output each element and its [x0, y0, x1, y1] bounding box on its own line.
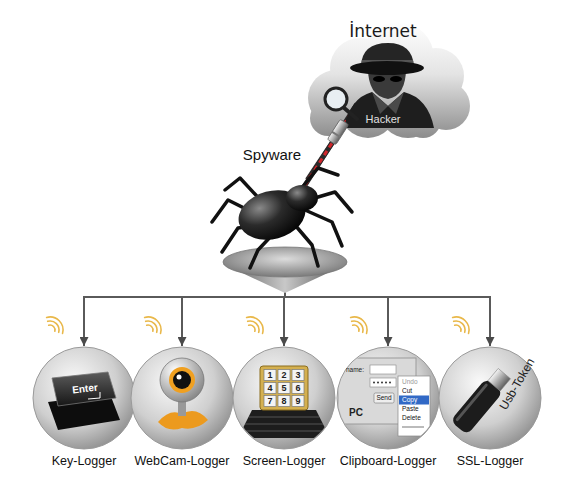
spyware-node: Spyware — [215, 180, 355, 292]
icon-text: 6 — [295, 384, 300, 393]
logger-circle: WebCam-Logger — [130, 346, 234, 450]
icon-text: Delete — [402, 415, 421, 422]
connector-group — [285, 292, 388, 346]
icon-text: Cut — [402, 388, 412, 395]
tree-arrow — [182, 292, 285, 346]
icon-text: 9 — [295, 397, 300, 406]
circle-shape — [32, 346, 136, 450]
cloud-title: İnternet — [338, 22, 428, 42]
tree-arrow — [285, 292, 388, 346]
tree-arrow — [284, 292, 285, 346]
icon-text: Copy — [402, 397, 417, 404]
icon-text: 5 — [281, 384, 286, 393]
connector-group — [307, 138, 335, 180]
logger-circle: Key-Logger — [32, 346, 136, 450]
icon-text: 2 — [281, 371, 286, 380]
icon-text: 1 — [267, 371, 272, 380]
connector-group — [284, 292, 285, 346]
spider-legs — [212, 168, 352, 268]
icon-text: PC — [349, 408, 363, 418]
tree-arrow — [285, 292, 490, 346]
signal-waves — [44, 313, 473, 336]
internet-cloud: İnternetHacker — [298, 10, 468, 138]
spy-cable-link — [307, 138, 335, 180]
icon-text: Undo — [402, 379, 418, 386]
logger-label: SSL-Logger — [400, 454, 575, 468]
logger-label: Clipboard-Logger — [298, 454, 478, 468]
spyware-label: Spyware — [227, 146, 317, 163]
connector-group — [84, 292, 285, 346]
icon-text: 3 — [295, 371, 300, 380]
icon-text: 4 — [267, 384, 272, 393]
tree-arrow — [84, 292, 285, 346]
icon-text: 8 — [281, 397, 286, 406]
icon-text: Send — [376, 395, 391, 402]
spider-abdomen — [233, 183, 311, 247]
spider-head — [286, 185, 318, 211]
funnel — [223, 247, 347, 293]
connector-group — [285, 292, 490, 346]
connector-group — [182, 292, 285, 346]
icon-text: Paste — [402, 406, 419, 413]
funnel-cone — [223, 264, 347, 293]
icon-text: name: — [346, 366, 364, 373]
spider — [212, 168, 352, 268]
circle-shape — [130, 346, 234, 450]
icon-text: 7 — [267, 397, 272, 406]
hacker-label: Hacker — [343, 113, 423, 126]
funnel-disk — [223, 247, 347, 277]
cable-stripe — [307, 138, 335, 180]
